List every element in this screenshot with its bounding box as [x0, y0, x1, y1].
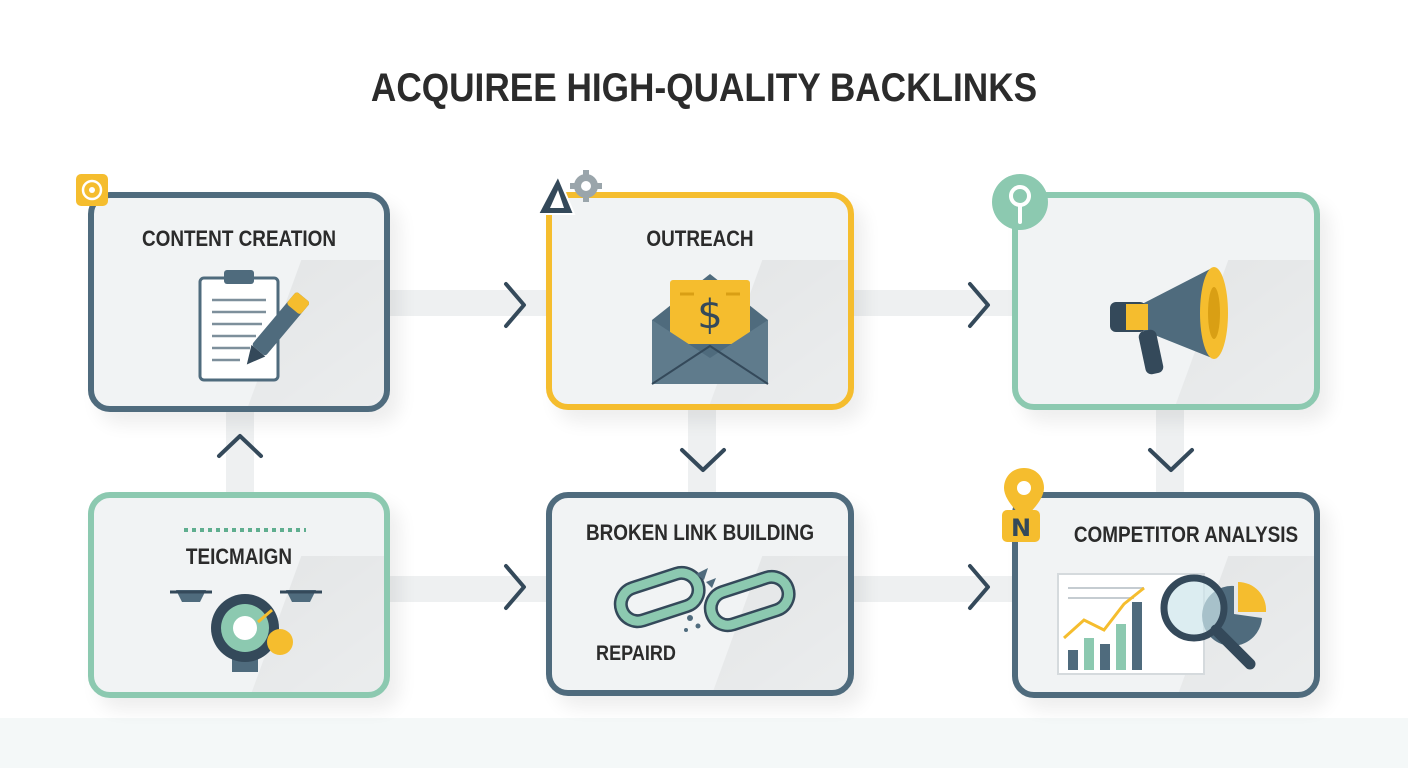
target-gear-icon: [170, 590, 322, 672]
step-card-broken-link-building: BROKEN LINK BUILDING REPAIRD: [546, 492, 854, 696]
connector-promotion-to-competitor: [1156, 410, 1184, 494]
envelope-dollar-icon: $: [651, 274, 769, 385]
location-pin-badge-icon: [992, 174, 1048, 230]
chevron-right-icon: [504, 564, 526, 610]
step-card-campaign: TEICMAIGN: [88, 492, 390, 698]
step-label: OUTREACH: [646, 226, 754, 251]
chevron-right-icon: [968, 282, 990, 328]
location-pin-badge-icon: N: [1002, 468, 1044, 542]
step-card-outreach: OUTREACH $: [546, 192, 854, 410]
bottom-band: [0, 718, 1408, 768]
chevron-up-icon: [217, 434, 263, 458]
chevron-down-icon: [680, 448, 726, 472]
step-label: CONTENT CREATION: [141, 226, 337, 251]
triangle-gear-badge-icon: [536, 170, 602, 215]
step-label: TEICMAIGN: [185, 544, 293, 569]
target-badge-icon: [76, 174, 108, 206]
megaphone-icon: [1110, 267, 1228, 375]
step-label: COMPETITOR ANALYSIS: [1073, 522, 1299, 547]
chart-magnifier-icon: [1057, 573, 1267, 675]
svg-text:$: $: [697, 292, 722, 338]
connector-outreach-to-broken: [688, 410, 716, 494]
chevron-right-icon: [968, 564, 990, 610]
step-card-promotion: [1012, 192, 1320, 410]
step-label: BROKEN LINK BUILDING: [585, 520, 815, 545]
connector-campaign-to-content: [226, 410, 254, 496]
broken-chain-icon: [613, 565, 796, 633]
chevron-right-icon: [504, 282, 526, 328]
step-card-content-creation: CONTENT CREATION: [88, 192, 390, 412]
svg-text:N: N: [1011, 514, 1031, 542]
clipboard-pen-icon: [198, 270, 310, 382]
page-title: ACQUIREE HIGH-QUALITY BACKLINKS: [370, 66, 1038, 110]
step-card-competitor-analysis: COMPETITOR ANALYSIS: [1012, 492, 1320, 698]
chevron-down-icon: [1148, 448, 1194, 472]
dotted-divider: [184, 528, 306, 532]
step-sublabel: REPAIRD: [596, 642, 676, 665]
